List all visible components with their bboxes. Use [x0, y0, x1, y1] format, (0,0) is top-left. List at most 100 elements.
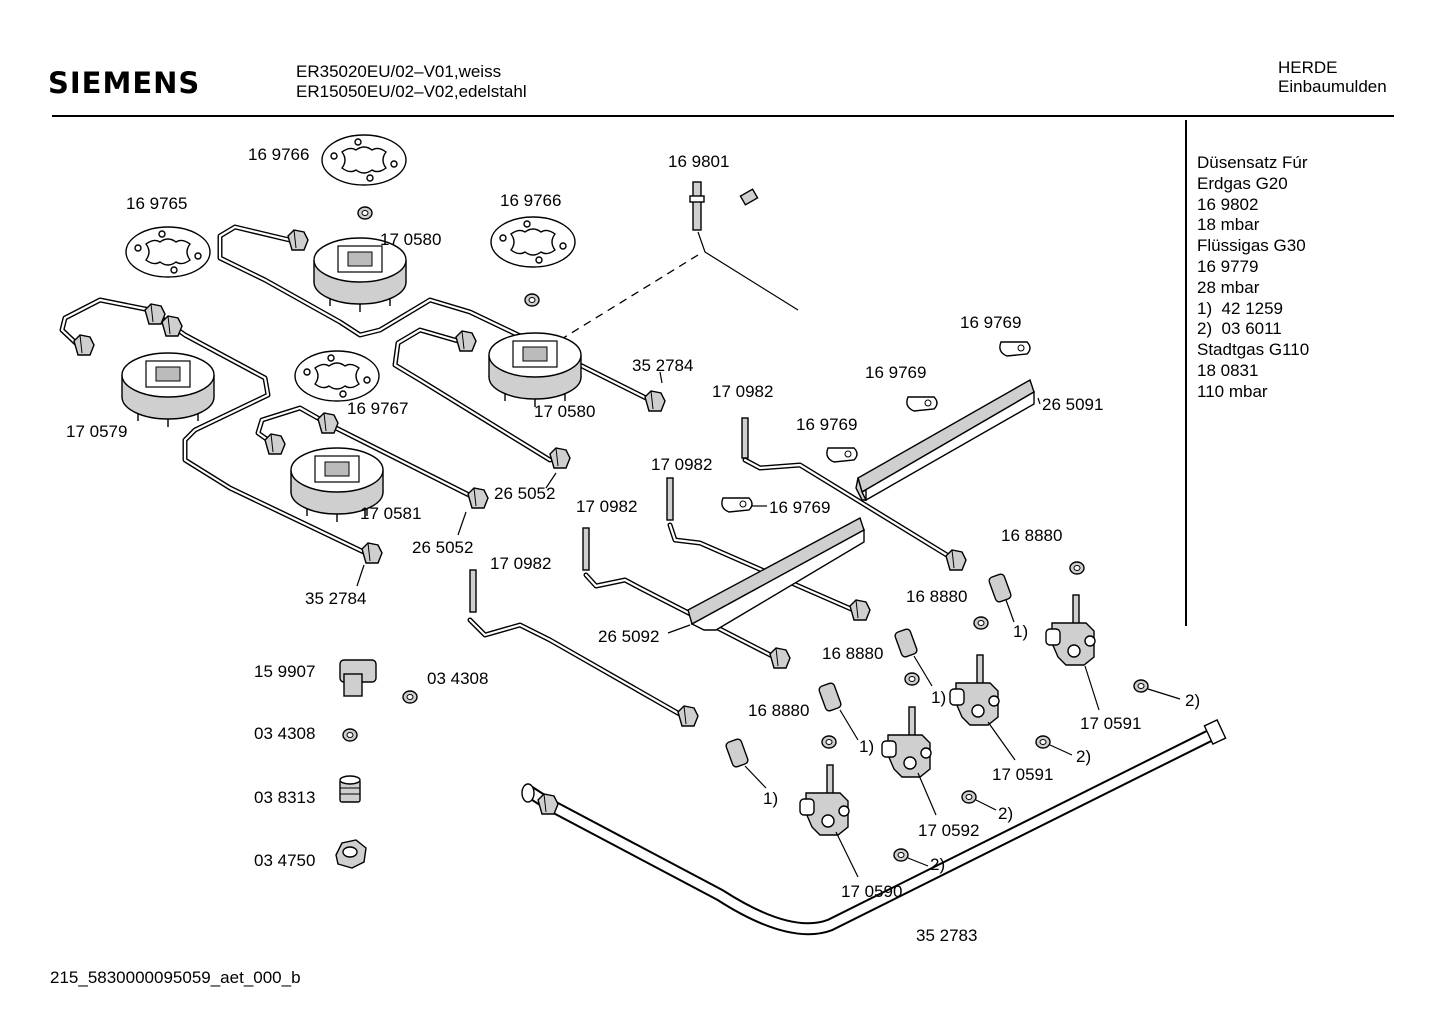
tube-nut: [467, 487, 489, 509]
note-ref: 1): [859, 737, 874, 756]
gas-tubes: [59, 224, 958, 723]
screw: [524, 293, 540, 307]
nut-168880: [821, 735, 837, 749]
burner: [313, 237, 407, 313]
header-rule: [52, 115, 1394, 117]
note-line: Düsensatz Fúr: [1197, 153, 1308, 172]
part-label: 17 0590: [841, 882, 902, 901]
drawing-id: 215_5830000095059_aet_000_b: [50, 968, 301, 987]
nozzle-notes: Düsensatz Fúr Erdgas G20 16 9802 18 mbar…: [1197, 153, 1309, 403]
leader-dashed: [559, 254, 699, 341]
category: HERDE Einbaumulden: [1278, 58, 1387, 96]
tube-nut: [677, 705, 699, 727]
brand-logo: SIEMENS: [48, 66, 201, 100]
gas-valve: [799, 764, 850, 836]
part-label: 26 5052: [412, 538, 473, 557]
part-label: 15 9907: [254, 662, 315, 681]
note-line: 110 mbar: [1197, 381, 1268, 401]
note-ref: 1): [931, 688, 946, 707]
tube-nut: [317, 412, 339, 434]
part-label: 03 4750: [254, 851, 315, 870]
model-2: ER15050EU/02–V02,edelstahl: [296, 82, 527, 101]
note-line: 18 0831: [1197, 360, 1259, 380]
hex-nut-034750: [335, 839, 367, 869]
gasket: [125, 226, 211, 278]
tube-nut: [73, 334, 95, 356]
part-label: 16 9769: [960, 313, 1021, 332]
burner: [488, 332, 582, 408]
tube-nut: [287, 229, 309, 251]
part-label: 17 0592: [918, 821, 979, 840]
model-1: ER35020EU/02–V01,weiss: [296, 62, 502, 81]
washer-034308: [342, 728, 358, 742]
gasket: [321, 134, 407, 186]
note-line: 16 9779: [1197, 256, 1259, 276]
tube-nut: [849, 599, 871, 621]
part-label: 17 0982: [712, 382, 773, 401]
tube-nut: [455, 330, 477, 352]
tube-nut: [945, 549, 967, 571]
part-label: 16 9766: [500, 191, 561, 210]
part-label: 17 0982: [651, 455, 712, 474]
tube-nut: [361, 542, 383, 564]
category-1: HERDE: [1278, 58, 1338, 77]
tube-nut: [644, 390, 666, 412]
tube-nut: [769, 647, 791, 669]
note-line: Erdgas G20: [1197, 173, 1288, 193]
gas-valve: [881, 706, 932, 778]
note-line: 28 mbar: [1197, 277, 1260, 297]
note-line: 16 9802: [1197, 194, 1259, 214]
washer: [1133, 679, 1149, 693]
tube-nut: [144, 303, 166, 325]
part-label: 26 5091: [1042, 395, 1103, 414]
ignition-electrode: [689, 181, 759, 231]
note-ref: 2): [930, 855, 945, 874]
note-line: Flüssigas G30: [1197, 236, 1306, 256]
part-label: 16 8880: [748, 701, 809, 720]
spark-rail-265092: [687, 516, 865, 631]
part-label: 17 0591: [1080, 714, 1141, 733]
nozzles: [725, 573, 1012, 768]
burner: [121, 352, 215, 428]
connector-038313: [339, 775, 361, 803]
part-label: 17 0580: [380, 230, 441, 249]
part-label: 03 4308: [254, 724, 315, 743]
tube-nut: [537, 793, 559, 815]
gas-valve: [949, 654, 1000, 726]
part-label: 17 0982: [576, 497, 637, 516]
gasket: [294, 350, 380, 402]
note-line: 1) 42 1259: [1197, 298, 1284, 318]
part-label: 16 8880: [1001, 526, 1062, 545]
part-label: 16 9769: [796, 415, 857, 434]
screw: [357, 206, 373, 220]
clip: [906, 396, 938, 412]
part-label: 03 8313: [254, 788, 315, 807]
leader-lines: [356, 371, 1181, 878]
tube-nut: [161, 315, 183, 337]
part-label: 35 2784: [305, 589, 366, 608]
main-supply-tube: [521, 719, 1227, 936]
note-ref: 2): [1076, 747, 1091, 766]
nut-168880: [904, 672, 920, 686]
washer-034308: [402, 690, 418, 704]
elbow-fitting: [339, 659, 377, 697]
clip: [826, 447, 858, 463]
part-label: 03 4308: [427, 669, 488, 688]
part-label: 17 0580: [534, 402, 595, 421]
washer: [893, 848, 909, 862]
part-label: 35 2783: [916, 926, 977, 945]
part-label: 17 0591: [992, 765, 1053, 784]
part-label: 16 9769: [769, 498, 830, 517]
note-line: 18 mbar: [1197, 215, 1260, 235]
part-label: 17 0581: [360, 504, 421, 523]
washer: [961, 790, 977, 804]
spark-rail-265091: [855, 378, 1035, 502]
washer: [1035, 735, 1051, 749]
part-labels: 16 9766 16 9765 16 9766 16 9801 17 0580 …: [66, 145, 1200, 945]
side-rule: [1185, 120, 1187, 626]
gasket: [490, 216, 576, 268]
part-label: 26 5092: [598, 627, 659, 646]
part-label: 16 9766: [248, 145, 309, 164]
part-label: 16 8880: [822, 644, 883, 663]
part-label: 16 9765: [126, 194, 187, 213]
